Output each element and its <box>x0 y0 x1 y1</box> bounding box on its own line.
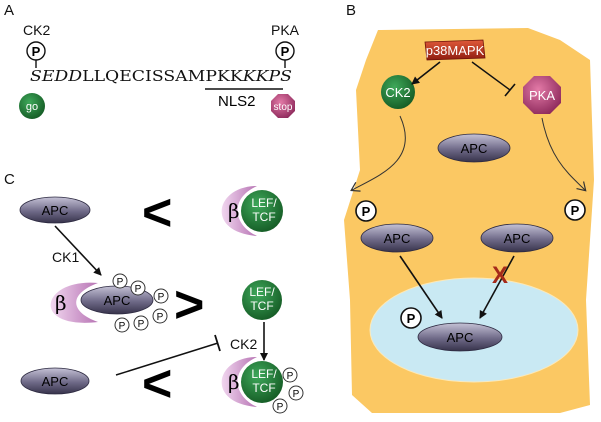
svg-text:P: P <box>158 292 165 303</box>
phospho-pka-label: P <box>281 44 290 59</box>
less-than-1: < <box>142 184 172 242</box>
phospho-ck2-label: P <box>32 44 41 59</box>
apc-right-label: APC <box>504 231 531 246</box>
panel-label-b: B <box>346 2 356 19</box>
beta-label-1: β <box>228 199 240 223</box>
phospho-nuclear-circle <box>400 307 422 329</box>
apc-right-to-nucleus-arrow <box>479 255 515 319</box>
phospho-nuclear-label: P <box>407 311 416 326</box>
svg-text:P: P <box>117 277 124 288</box>
apc-left-label: APC <box>384 231 411 246</box>
svg-text:P: P <box>277 402 284 413</box>
apc-left-to-nucleus-arrow <box>399 255 443 319</box>
p38-inhibits-pka-bar <box>504 83 516 97</box>
ck2-curve-arrow <box>350 115 406 192</box>
apc-nucleus <box>417 322 503 352</box>
lef-tcf-3 <box>241 361 283 403</box>
panel-label-a: A <box>4 2 14 19</box>
pka-curve-arrow <box>541 117 587 192</box>
less-than-2: < <box>142 355 172 413</box>
beta-label-3: β <box>228 370 240 394</box>
ck2-c-label: CK2 <box>230 336 257 352</box>
beta-catenin-1 <box>221 186 257 236</box>
greater-than: > <box>174 276 204 334</box>
nls2-label: NLS2 <box>218 93 256 110</box>
lef-label-1b: TCF <box>252 210 275 224</box>
beta-label-2: β <box>55 291 67 315</box>
apc-left <box>360 223 434 253</box>
phospho-left-label: P <box>362 204 371 219</box>
apc-inhibits-ck2-bar <box>214 334 221 352</box>
phospho-right-label: P <box>571 203 580 218</box>
svg-text:P: P <box>287 371 294 382</box>
ck2-label: CK2 <box>23 22 50 38</box>
lef-label-1a: LEF/ <box>251 196 277 210</box>
go-circle <box>19 93 45 119</box>
apc-center <box>437 133 511 163</box>
stop-label: stop <box>274 102 293 113</box>
phospho-right-circle <box>564 199 586 221</box>
lef-label-3a: LEF/ <box>251 367 277 381</box>
apc-nucleus-label: APC <box>447 330 474 345</box>
apc-c2-label: APC <box>104 293 131 308</box>
lef-label-3b: TCF <box>252 381 275 395</box>
apc-c2-phospho-group: P P P P P P <box>112 273 169 333</box>
p38-activates-ck2-arrow <box>411 61 441 85</box>
phospho-left-circle <box>355 200 377 222</box>
p38mapk-label: p38MAPK <box>426 43 485 58</box>
lef-tcf-2 <box>242 280 282 320</box>
seq-plain: LLQECISSAMPKK <box>82 67 244 85</box>
apc-c1-label: APC <box>42 203 69 218</box>
pka-octagon <box>523 76 561 114</box>
apc-c3-label: APC <box>42 374 69 389</box>
beta-catenin-3 <box>221 357 257 407</box>
pka-node-label: PKA <box>529 88 555 103</box>
apc-right <box>480 223 554 253</box>
apc-inhibits-ck2-line <box>115 342 219 376</box>
ck2-node-label: CK2 <box>385 85 410 100</box>
nuclear-import-blocked-mark: X <box>492 262 508 289</box>
lef-label-2a: LEF/ <box>249 285 275 299</box>
lef-label-2b: TCF <box>250 299 273 313</box>
panel-label-c: C <box>4 171 15 188</box>
lef-tcf-3-phospho-group: P P P <box>272 367 304 414</box>
svg-text:P: P <box>293 389 300 400</box>
svg-text:P: P <box>157 312 164 323</box>
svg-text:P: P <box>135 284 142 295</box>
ck1-arrow <box>54 225 102 276</box>
go-label: go <box>26 101 38 113</box>
pka-label: PKA <box>271 22 300 38</box>
stop-octagon <box>271 94 295 118</box>
ck1-label: CK1 <box>52 249 79 265</box>
apc-c3 <box>20 367 90 395</box>
svg-text:P: P <box>138 319 145 330</box>
beta-catenin-2 <box>50 282 98 323</box>
apc-center-label: APC <box>461 141 488 156</box>
svg-text:P: P <box>119 321 126 332</box>
seq-italic-end: KKPS <box>242 67 292 85</box>
ck2-circle <box>381 75 415 109</box>
lef-tcf-1 <box>241 190 283 232</box>
apc-c1 <box>19 196 91 224</box>
seq-italic-start: SEDD <box>30 67 82 85</box>
p38mapk-box <box>424 39 486 61</box>
p38-inhibits-pka-line <box>471 61 511 91</box>
